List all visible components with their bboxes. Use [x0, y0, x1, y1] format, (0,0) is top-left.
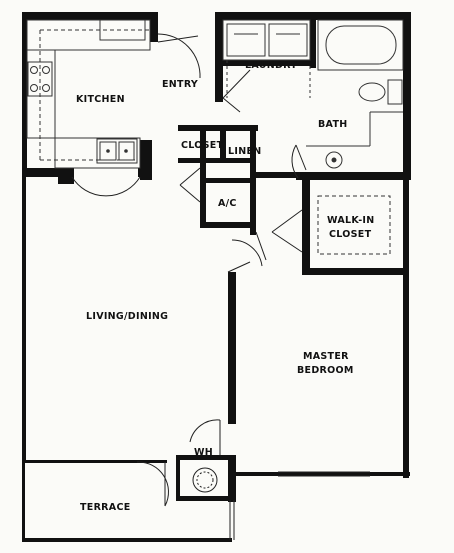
label-terrace: TERRACE: [80, 502, 131, 513]
exterior-walls: [22, 12, 411, 542]
label-master-bedroom-line2: BEDROOM: [297, 365, 354, 376]
label-linen: LINEN: [228, 146, 261, 157]
label-entry: ENTRY: [162, 79, 198, 90]
closet-shelf: [317, 195, 391, 255]
kitchen-counters: [26, 19, 151, 169]
toilet-icon: [358, 79, 403, 105]
bedroom-window: [278, 471, 370, 477]
sink-icon: [96, 138, 138, 164]
label-closet: CLOSET: [181, 140, 224, 151]
washer-dryer-icon: [222, 19, 311, 98]
label-kitchen: KITCHEN: [76, 94, 125, 105]
label-walkin-closet-line2: CLOSET: [329, 229, 372, 240]
water-heater-icon: [192, 467, 218, 493]
label-water-heater: WH: [194, 447, 213, 458]
stove-icon: [27, 61, 53, 97]
label-ac: A/C: [218, 198, 237, 209]
label-living-dining: LIVING/DINING: [86, 311, 168, 322]
label-laundry: LAUNDRY: [245, 60, 297, 71]
label-walkin-closet-line1: WALK-IN: [327, 215, 375, 226]
vanity-icon: [306, 111, 403, 169]
room-labels: KITCHEN ENTRY LAUNDRY BATH CLOSET LINEN …: [76, 60, 375, 513]
terrace-railing: [229, 500, 235, 540]
interior-walls: [22, 12, 409, 502]
doors: [71, 33, 307, 507]
bathtub-icon: [317, 19, 404, 71]
label-master-bedroom-line1: MASTER: [303, 351, 349, 362]
label-bath: BATH: [318, 119, 348, 130]
